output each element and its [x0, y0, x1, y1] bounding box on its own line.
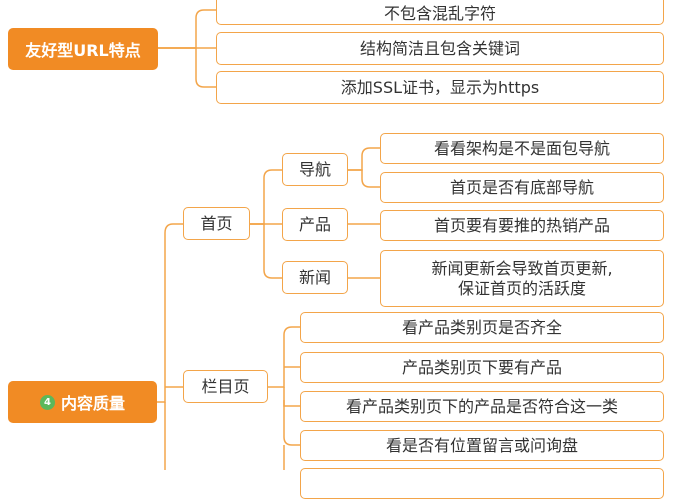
news-node: 新闻 — [282, 261, 348, 294]
column-page-label: 栏目页 — [201, 376, 250, 396]
news-item-line: 保证首页的活跃度 — [457, 278, 586, 298]
content-quality-node: 4 内容质量 — [8, 381, 157, 423]
connector-col-3 — [283, 387, 300, 407]
column-item-partial — [300, 468, 664, 499]
nav-node: 导航 — [282, 153, 348, 186]
connector-trunk — [157, 223, 183, 403]
product-node: 产品 — [282, 208, 348, 241]
url-item-label: 结构简洁且包含关键词 — [359, 38, 520, 58]
url-item-label: 添加SSL证书，显示为https — [340, 77, 540, 97]
connector-url-1 — [158, 9, 216, 49]
connector-url-3 — [158, 47, 216, 88]
column-item-category-match: 看产品类别页下的产品是否符合这一类 — [300, 391, 664, 422]
url-item-ssl: 添加SSL证书，显示为https — [216, 71, 664, 104]
nav-item-label: 看看架构是不是面包导航 — [433, 138, 610, 158]
url-item-concise-keywords: 结构简洁且包含关键词 — [216, 32, 664, 65]
column-item-label: 看产品类别页是否齐全 — [401, 317, 562, 337]
connector-lines — [157, 9, 380, 470]
column-item-label: 产品类别页下要有产品 — [401, 357, 562, 377]
column-item-inquiry: 看是否有位置留言或问询盘 — [300, 430, 664, 461]
url-features-node: 友好型URL特点 — [8, 28, 158, 70]
nav-label: 导航 — [298, 159, 331, 179]
product-item-hot-sellers: 首页要有要推的热销产品 — [380, 210, 664, 241]
mindmap-connectors — [157, 9, 380, 470]
connector-col-1 — [268, 326, 300, 388]
nav-item-footer-nav: 首页是否有底部导航 — [380, 172, 664, 203]
news-item-activity: 新闻更新会导致首页更新, 保证首页的活跃度 — [380, 250, 664, 307]
product-label: 产品 — [298, 214, 331, 234]
column-page-node: 栏目页 — [183, 370, 268, 403]
connector-col-4 — [283, 400, 300, 446]
content-quality-title: 内容质量 — [60, 394, 125, 413]
column-item-label: 看产品类别页下的产品是否符合这一类 — [345, 396, 618, 416]
news-item-line: 新闻更新会导致首页更新, — [431, 258, 613, 278]
connector-home-news — [250, 223, 282, 279]
homepage-label: 首页 — [200, 213, 233, 233]
news-label: 新闻 — [298, 267, 331, 287]
homepage-node: 首页 — [183, 207, 250, 240]
connector-nav-1 — [348, 147, 380, 171]
column-item-has-products: 产品类别页下要有产品 — [300, 352, 664, 383]
url-features-title: 友好型URL特点 — [25, 41, 141, 60]
connector-nav-2 — [348, 169, 380, 188]
url-item-no-messy-chars: 不包含混乱字符 — [216, 0, 664, 25]
connector-home-nav — [250, 169, 282, 225]
column-item-complete: 看产品类别页是否齐全 — [300, 312, 664, 343]
nav-item-breadcrumb: 看看架构是不是面包导航 — [380, 133, 664, 164]
url-item-label: 不包含混乱字符 — [383, 3, 496, 23]
number-badge: 4 — [39, 394, 55, 410]
product-item-label: 首页要有要推的热销产品 — [433, 215, 610, 235]
column-item-label: 看是否有位置留言或问询盘 — [385, 435, 578, 455]
nav-item-label: 首页是否有底部导航 — [449, 177, 594, 197]
